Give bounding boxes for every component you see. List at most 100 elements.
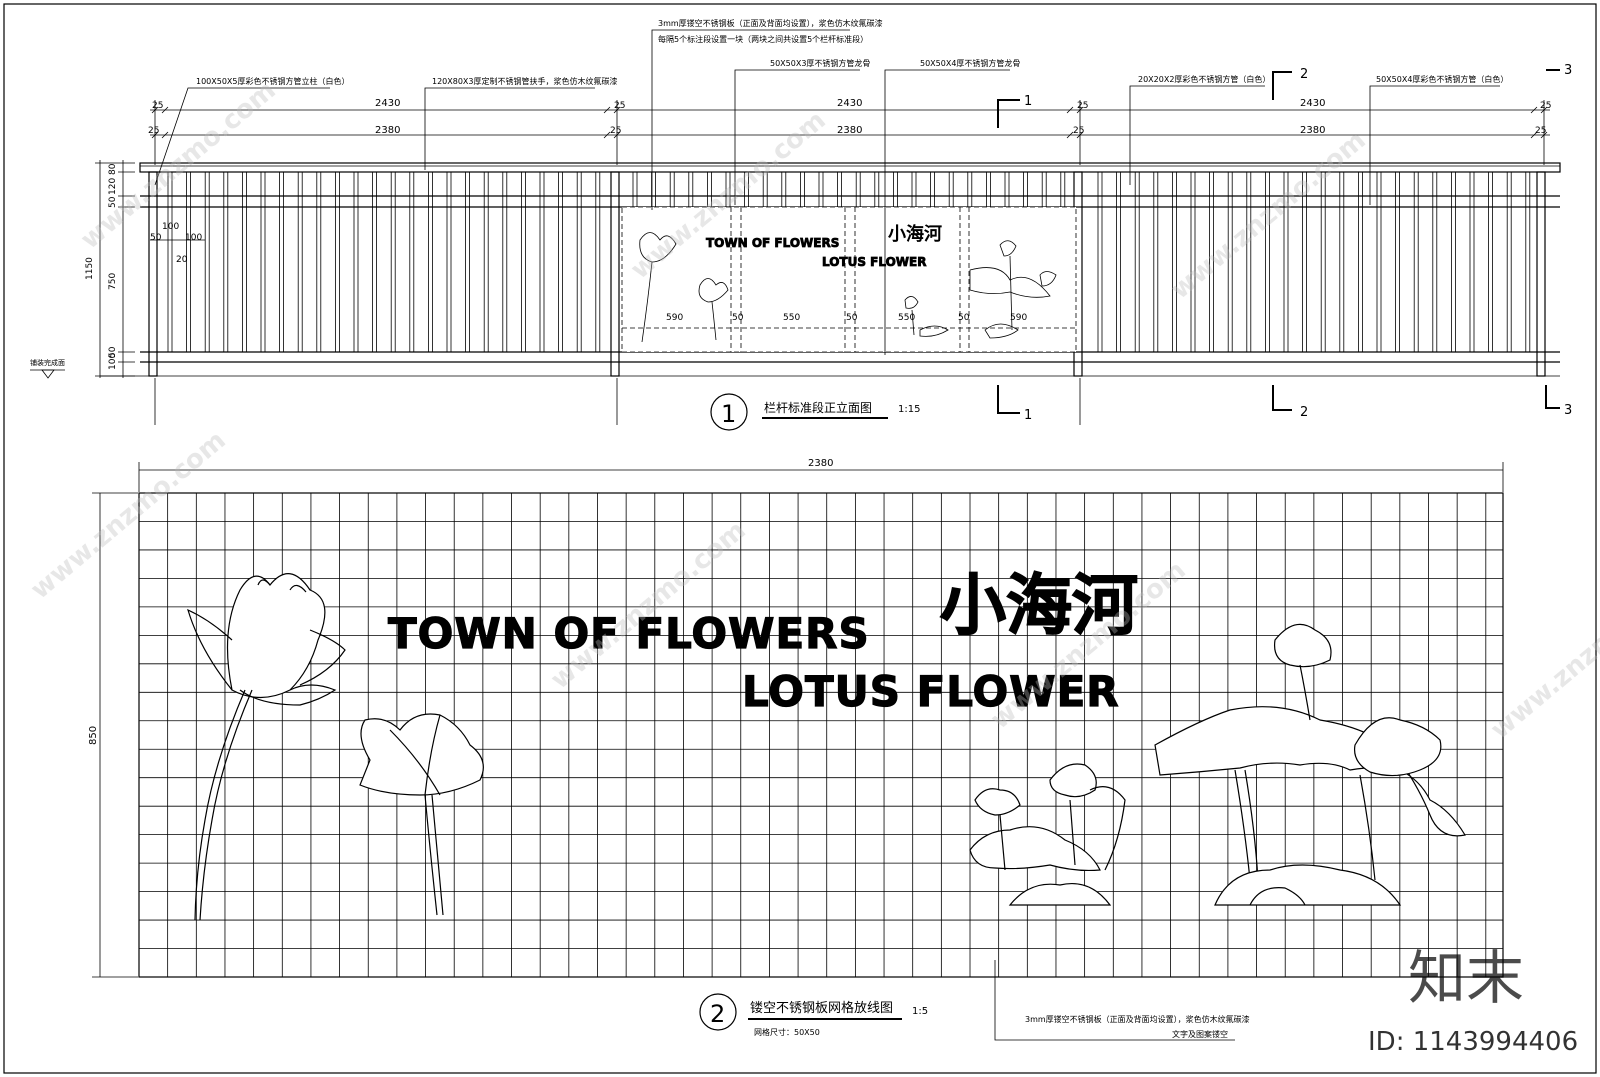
baluster: [1413, 171, 1419, 353]
baluster: [911, 171, 917, 208]
title-2-index: 2: [710, 1000, 725, 1028]
baluster: [1190, 171, 1196, 353]
baluster: [688, 171, 694, 208]
baluster: [1395, 171, 1400, 353]
baluster: [502, 171, 508, 353]
baluster: [279, 171, 285, 353]
baluster: [409, 171, 415, 353]
baluster: [1097, 171, 1103, 353]
dim-second-4: 2380: [837, 125, 862, 136]
callout-rail: 50X50X4厚彩色不锈钢方管（白色）: [1376, 74, 1508, 84]
baluster: [390, 171, 396, 353]
baluster: [986, 171, 991, 208]
baluster: [1265, 171, 1270, 353]
baluster: [1469, 171, 1475, 353]
baluster: [781, 171, 787, 208]
baluster: [241, 171, 247, 353]
dim-left-50b: 50: [108, 346, 118, 358]
grid-callout-1: 3mm厚镂空不锈钢板（正面及背面均设置），浆色仿木纹氟碳漆: [1025, 1014, 1250, 1024]
panel-dim-3: 550: [783, 313, 800, 323]
callout-baluster: 20X20X2厚彩色不锈钢方管（白色）: [1138, 74, 1270, 84]
baluster: [1488, 171, 1493, 353]
baluster: [334, 171, 340, 353]
baluster: [1060, 171, 1066, 208]
baluster: [1153, 171, 1159, 353]
dim-top-1: 25: [152, 101, 163, 111]
post: [1536, 171, 1546, 377]
grid-text-en2: LOTUS FLOWER: [742, 667, 1120, 716]
baluster: [1023, 171, 1028, 208]
baluster: [837, 171, 842, 208]
baluster: [1358, 171, 1363, 353]
baluster: [595, 171, 601, 353]
baluster: [1376, 171, 1382, 353]
baluster: [260, 171, 266, 353]
railing-elevation: 25 2430 25 2430 25 2430 25 25 2380 25 23…: [30, 18, 1572, 431]
dim-top-7: 25: [1540, 101, 1551, 111]
callout-panel-2: 每隔5个标注段设置一块（两块之间共设置5个栏杆标准段）: [658, 34, 868, 44]
watermark-site-3: www.znzmo.com: [1165, 125, 1371, 305]
baluster: [1004, 171, 1010, 208]
title-2-circle: [699, 993, 737, 1031]
dim-tick: [161, 106, 169, 114]
panel-dim-1: 590: [666, 313, 683, 323]
section-3-top: 3: [1564, 63, 1572, 78]
handrail: [139, 162, 1561, 173]
dim-top-5: 25: [1077, 101, 1088, 111]
baluster: [1320, 171, 1326, 353]
grid-panel-layout: 2380 850 TOWN OF FLOWERS LOTUS FLOWER 小海…: [88, 458, 1504, 1041]
watermark-id: ID: 1143994406: [1368, 1027, 1578, 1057]
grid-text-en1: TOWN OF FLOWERS: [388, 609, 870, 658]
section-3-bottom: 3: [1564, 403, 1572, 418]
dim-tick: [1066, 131, 1074, 139]
dim-second-2: 2380: [375, 125, 400, 136]
baluster: [427, 171, 433, 353]
baluster: [818, 171, 824, 208]
baluster: [558, 171, 563, 353]
watermark-brand: 知末: [1408, 944, 1524, 1012]
title-1-circle: [710, 393, 748, 431]
baluster: [1451, 171, 1456, 353]
title-2-scale: 1:5: [912, 1006, 928, 1017]
panel-dim-4: 50: [846, 313, 858, 323]
baluster: [1246, 171, 1252, 353]
baluster: [539, 171, 545, 353]
lotus-right-group: [969, 623, 1466, 906]
baluster: [1116, 171, 1121, 353]
callout-post: 100X50X5厚彩色不锈钢方管立柱（白色）: [196, 76, 350, 86]
dim-left-100: 100: [108, 353, 118, 370]
dim-left-80: 80: [108, 163, 118, 175]
section-1-top: 1: [1024, 94, 1032, 109]
panel-dim-6: 50: [958, 313, 970, 323]
baluster: [948, 171, 954, 208]
grid-height-dim: 850: [88, 726, 99, 745]
grid-text-cn: 小海河: [940, 567, 1138, 644]
panel-text-en2: LOTUS FLOWER: [822, 255, 926, 269]
watermark-site-5: www.znzmo.com: [545, 515, 751, 695]
dim-left-750: 750: [108, 273, 118, 290]
dim-small-100a: 100: [162, 222, 179, 232]
baluster: [316, 171, 322, 353]
dim-second-6: 2380: [1300, 125, 1325, 136]
grid-width-dim: 2380: [808, 458, 833, 469]
panel-lotus-right: [904, 240, 1057, 339]
baluster: [1041, 171, 1047, 208]
baluster: [446, 171, 452, 353]
baluster: [855, 171, 861, 208]
panel-dim-7: 590: [1010, 313, 1027, 323]
lotus-left-large: [187, 573, 346, 921]
dim-top-3: 25: [614, 101, 625, 111]
baluster: [632, 171, 638, 208]
callout-handrail: 120X80X3厚定制不锈钢管扶手，浆色仿木纹氟碳漆: [432, 76, 618, 86]
panel-dim-2: 50: [732, 313, 744, 323]
baluster: [465, 171, 471, 353]
dim-second-3: 25: [610, 126, 621, 136]
panel-dim-5: 550: [898, 313, 915, 323]
baluster: [1209, 171, 1214, 353]
dim-tick: [161, 131, 169, 139]
baluster: [893, 171, 898, 208]
section-2-bottom: 2: [1300, 405, 1308, 420]
dim-small-50: 50: [150, 233, 162, 243]
baluster: [167, 171, 173, 353]
